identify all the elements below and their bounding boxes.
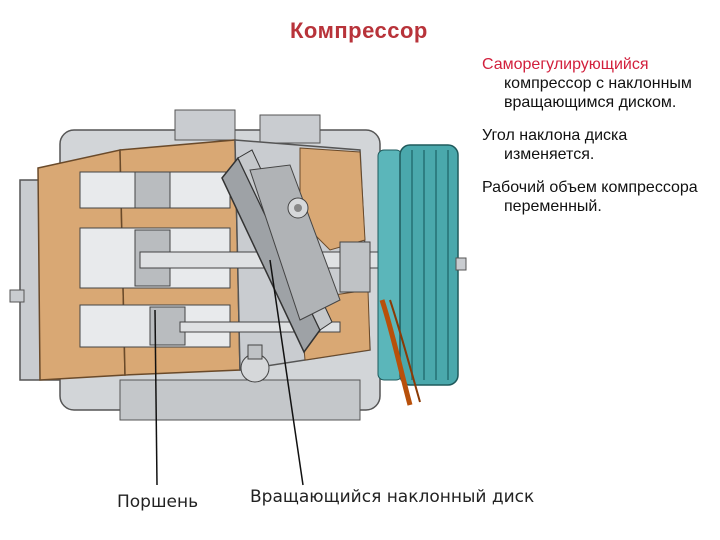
wire	[379, 299, 413, 406]
pulley	[377, 144, 467, 386]
note-1-text: компрессор с наклонным вращающимся диско…	[504, 75, 692, 111]
notes-list: Саморегулирующийся компрессор с наклонны…	[482, 55, 714, 230]
label-piston: Поршень	[117, 492, 199, 512]
label-swash-plate: Вращающийся наклонный диск	[250, 487, 535, 507]
note-1: Саморегулирующийся компрессор с наклонны…	[482, 55, 714, 112]
note-3: Рабочий объем компрессора переменный.	[482, 178, 714, 216]
note-2-text: Угол наклона диска изменяется.	[482, 127, 628, 163]
note-3-text: Рабочий объем компрессора переменный.	[482, 179, 698, 215]
slide-title: Компрессор	[290, 18, 428, 43]
swash-plate-leader-line	[269, 259, 304, 486]
note-2: Угол наклона диска изменяется.	[482, 126, 714, 164]
note-1-lead: Саморегулирующийся	[482, 56, 649, 73]
bolts	[240, 197, 309, 383]
piston-leader-line	[154, 309, 158, 486]
swash-plate	[221, 149, 341, 354]
